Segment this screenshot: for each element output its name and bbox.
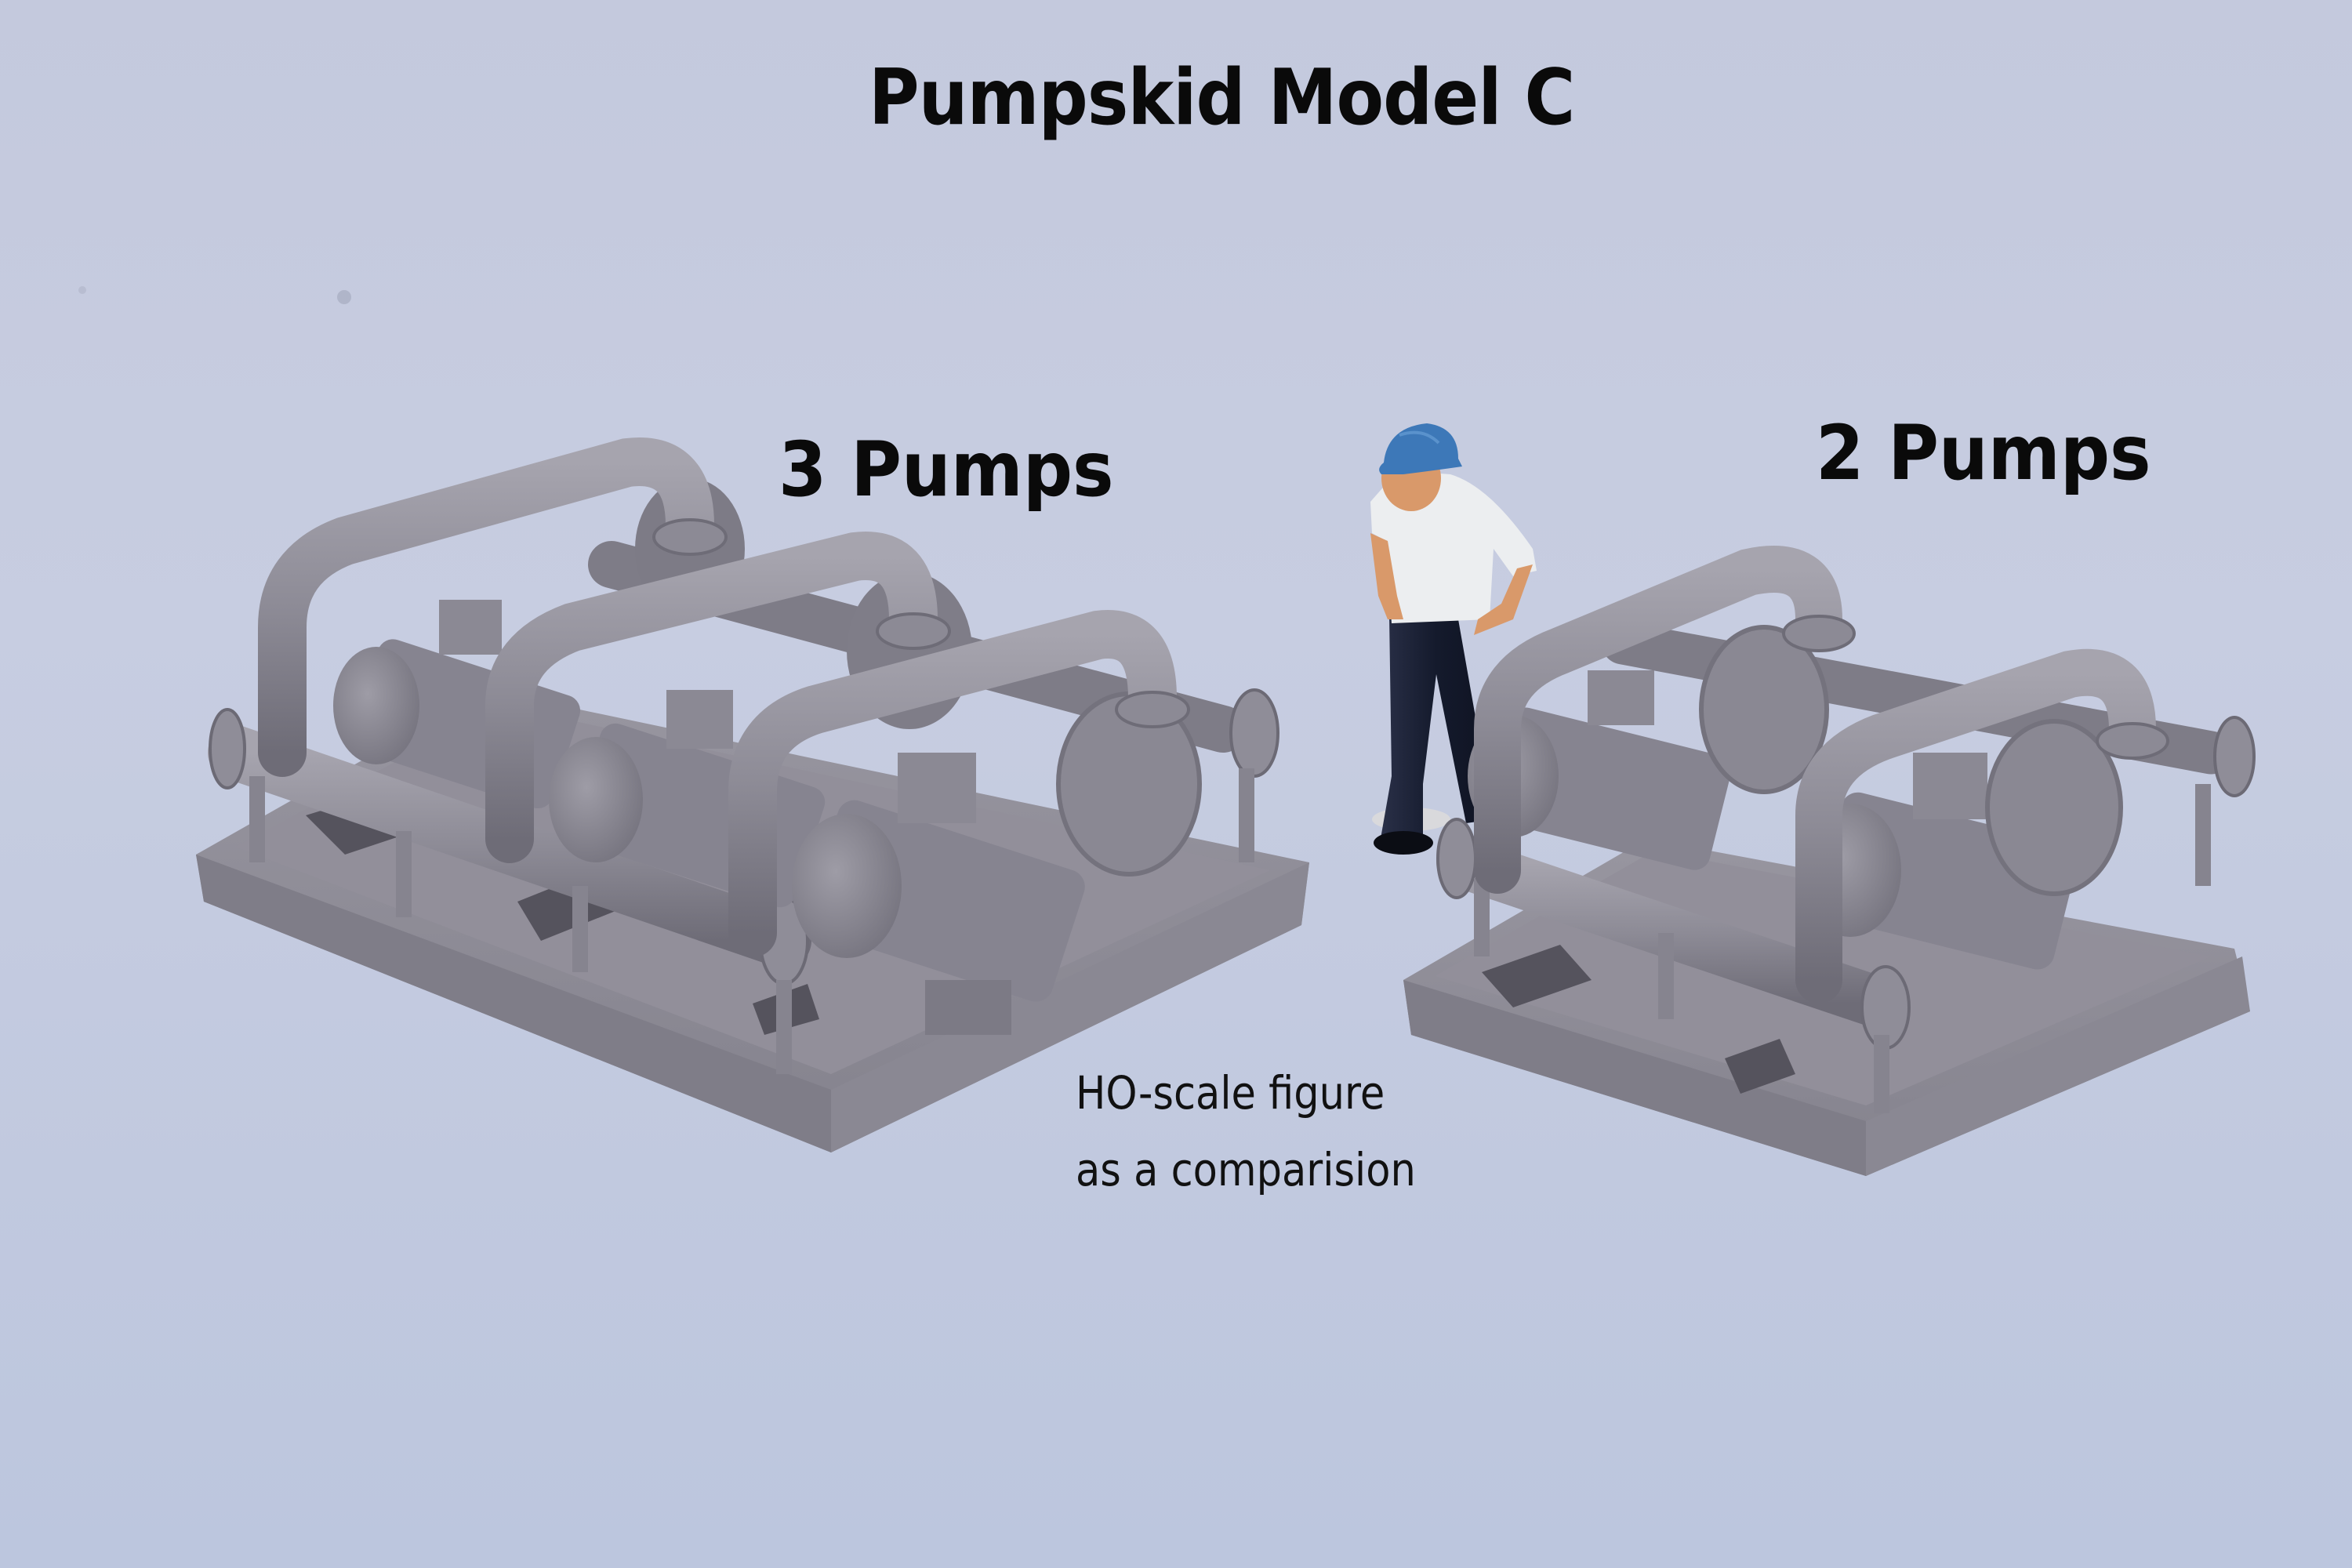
page-title: Pumpskid Model C	[869, 53, 1575, 143]
ho-scale-figure	[1370, 423, 1537, 855]
label-2-pumps: 2 Pumps	[1816, 409, 2151, 497]
pumpskid-3-pumps	[196, 437, 1309, 1152]
caption-line-2: as a comparision	[1076, 1143, 1416, 1196]
background-speck	[337, 290, 351, 304]
caption-line-1: HO-scale figure	[1076, 1066, 1385, 1120]
label-3-pumps: 3 Pumps	[779, 426, 1114, 514]
figure-caption: HO-scale figure as a comparision	[1076, 1054, 1416, 1208]
background-speck	[78, 286, 86, 294]
pumpskid-2-pumps	[1403, 546, 2256, 1176]
